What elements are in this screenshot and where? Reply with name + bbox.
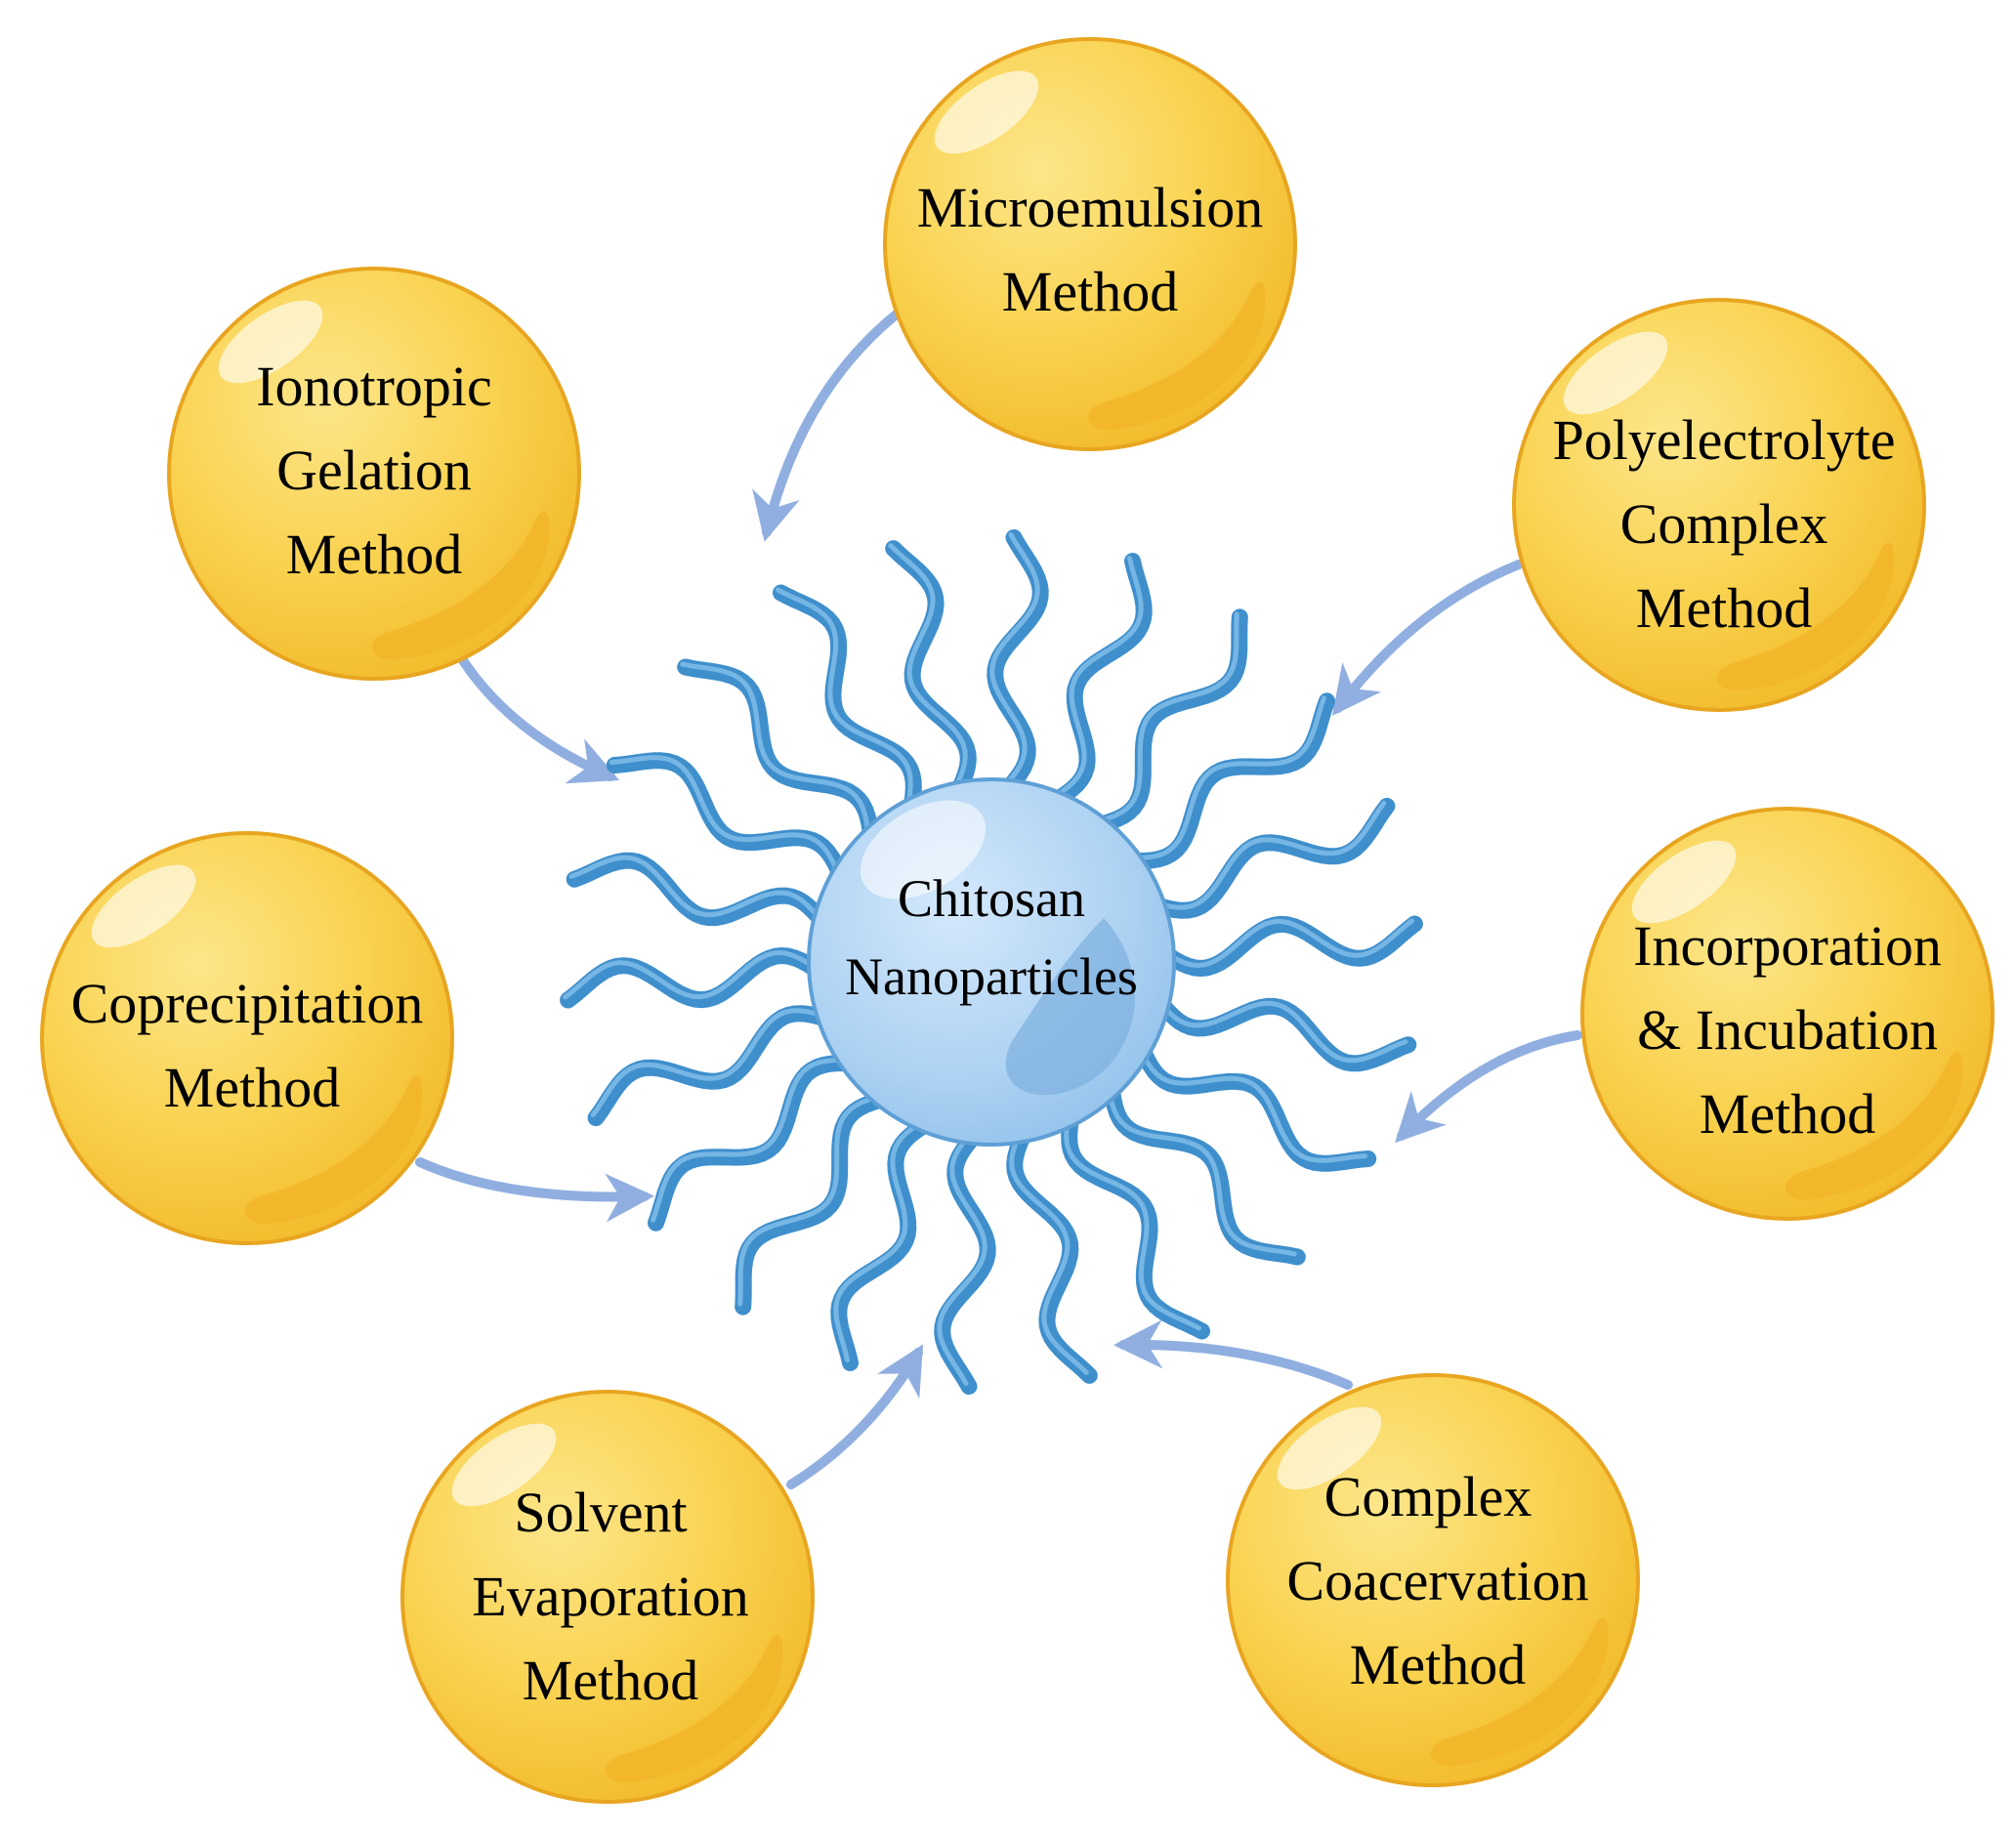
chitosan-chain-highlight [833,1115,930,1362]
chitosan-chain-highlight [680,661,871,840]
method-label-line: Coprecipitation [71,972,424,1035]
method-label-line: Method [1002,260,1178,323]
method-label-line: Complex [1324,1465,1533,1528]
chitosan-chain [830,1112,939,1371]
chitosan-chain-highlight [989,532,1040,792]
chitosan-chain-highlight [1089,611,1239,826]
arrow-complex-coacervation [1113,1319,1353,1390]
method-label-line: Method [523,1649,698,1712]
chitosan-chain-highlight [1047,556,1144,803]
chitosan-chain [1144,797,1396,919]
chitosan-tails [560,529,1423,1395]
method-label-line: Method [1350,1633,1526,1696]
method-bubbles: Microemulsion Method Ionotropic Gelation… [40,37,1995,1804]
chitosan-chain [648,1055,862,1232]
center-label-line-2: Nanoparticles [845,947,1138,1006]
nanoparticle-highlight [860,800,987,899]
chitosan-chain-highlight [776,587,913,812]
method-label-line: Method [286,522,462,586]
chitosan-chain-highlight [1106,1078,1297,1257]
method-label-line: Evaporation [472,1565,748,1628]
method-label-line: Complex [1620,492,1828,556]
chitosan-chain [1044,553,1153,812]
chitosan-chain-highlight [888,543,968,795]
chitosan-chain-highlight [1156,918,1414,969]
chitosan-chain-highlight [651,1057,854,1223]
method-bubble-ionotropic-gelation: Ionotropic Gelation Method [167,267,581,681]
chitosan-chain-highlight [563,949,820,1000]
chitosan-nanoparticle: Chitosan Nanoparticles [560,529,1423,1395]
chitosan-chain [1120,692,1335,869]
chitosan-chain-highlight [1147,800,1387,910]
chitosan-chain [587,1005,839,1127]
method-bubble-solvent-evaporation: Solvent Evaporation Method [400,1390,815,1804]
method-label-line: Method [1636,576,1812,640]
chitosan-chain-highlight [1009,1123,1089,1375]
arrow-coprecipitation [415,1157,654,1223]
arrow-incorporation-incubation [1395,1030,1582,1144]
method-bubble-polyelectrolyte-complex: Polyelectrolyte Complex Method [1512,298,1926,712]
arrow-microemulsion [752,308,903,542]
method-label-line: Gelation [276,439,472,502]
arrow-ionotropic-gelation [454,649,620,784]
method-label-line: Solvent [514,1481,687,1544]
chitosan-chain-highlight [609,755,842,879]
chitosan-chain-highlight [1135,1039,1368,1163]
chitosan-chain [735,1089,897,1316]
nanoparticle-shade [1005,918,1135,1096]
method-label-line: Coacervation [1286,1549,1588,1612]
method-bubble-incorporation-incubation: Incorporation & Incubation Method [1580,807,1995,1221]
method-label-line: Ionotropic [256,355,492,418]
method-label-line: Microemulsion [917,176,1263,239]
chitosan-chain-highlight [1153,994,1408,1064]
method-label-line: Method [164,1056,340,1119]
method-label-line: Polyelectrolyte [1552,408,1895,472]
chitosan-chain-highlight [1123,695,1326,861]
method-bubble-microemulsion: Microemulsion Method [883,37,1297,451]
chitosan-chain [560,947,829,1009]
method-bubble-complex-coacervation: Complex Coacervation Method [1226,1373,1640,1787]
arrow-polyelectrolyte-complex [1331,560,1524,716]
method-label-line: & Incubation [1637,998,1938,1062]
arrow-solvent-evaporation [786,1344,924,1489]
chitosan-chain-highlight [937,1126,987,1386]
chitosan-chain-highlight [590,1008,830,1118]
chitosan-chain-highlight [737,1092,888,1307]
method-label-line: Method [1700,1082,1875,1146]
chitosan-chain-highlight [568,855,824,924]
method-label-line: Incorporation [1633,914,1942,978]
chitosan-chain [1086,608,1248,835]
arrows-group [415,308,1582,1489]
method-bubble-coprecipitation: Coprecipitation Method [40,831,454,1245]
center-label-line-1: Chitosan [898,869,1085,928]
chitosan-chain-highlight [1064,1107,1201,1331]
